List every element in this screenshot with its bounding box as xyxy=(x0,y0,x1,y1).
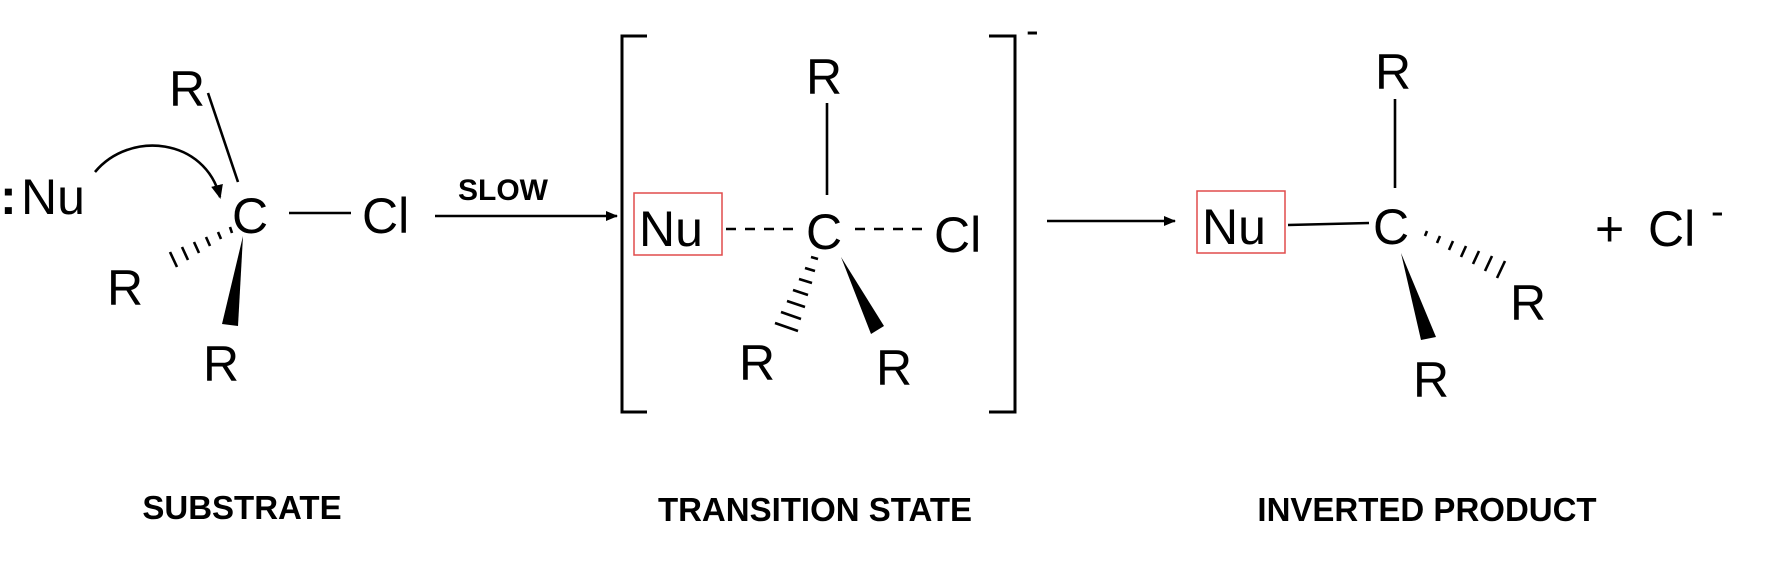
transition-state-solid-wedge xyxy=(841,257,884,334)
nucleophile-lone-pair: : xyxy=(0,169,17,225)
product-structure: Nu R C R R xyxy=(1196,44,1546,408)
product-nucleophile: Nu xyxy=(1202,199,1266,255)
substrate-r-top: R xyxy=(169,61,205,117)
transition-state-nucleophile: Nu xyxy=(639,201,703,257)
substrate-carbon: C xyxy=(232,188,268,244)
transition-state-hashed-wedge xyxy=(774,255,819,333)
product-bond-nu xyxy=(1287,221,1370,227)
byproduct-charge: - xyxy=(1711,191,1724,233)
product-caption: INVERTED PRODUCT xyxy=(1257,491,1596,528)
right-bracket xyxy=(989,34,1017,414)
substrate-hashed-wedge xyxy=(168,226,234,268)
substrate-leaving-group: Cl xyxy=(362,188,409,244)
byproduct-ion: Cl xyxy=(1648,201,1695,257)
byproduct-plus: + xyxy=(1595,201,1624,257)
transition-state-r-top: R xyxy=(806,49,842,105)
product-solid-wedge xyxy=(1401,253,1436,340)
slow-label: SLOW xyxy=(458,174,549,207)
substrate-bond-r-top xyxy=(206,92,240,183)
transition-state-r-bottom-left: R xyxy=(739,335,775,391)
product-carbon: C xyxy=(1373,199,1409,255)
transition-state-charge: - xyxy=(1026,10,1039,52)
slow-step-arrow: SLOW xyxy=(435,174,618,221)
substrate-r-bottom: R xyxy=(203,336,239,392)
product-r-right: R xyxy=(1510,275,1546,331)
transition-state-nucleophile-highlight xyxy=(633,192,723,256)
substrate-structure: : Nu R C Cl R R xyxy=(0,61,409,392)
substrate-solid-wedge xyxy=(222,236,243,326)
transition-state-carbon: C xyxy=(806,204,842,260)
product-hashed-wedge xyxy=(1423,230,1507,279)
substrate-caption: SUBSTRATE xyxy=(142,489,341,526)
left-bracket xyxy=(620,34,647,414)
product-nucleophile-highlight xyxy=(1196,190,1286,254)
transition-state-caption: TRANSITION STATE xyxy=(658,491,972,528)
substrate-r-left: R xyxy=(107,260,143,316)
product-r-top: R xyxy=(1375,44,1411,100)
substrate-nucleophile: Nu xyxy=(21,169,85,225)
transition-state-r-bottom-right: R xyxy=(876,340,912,396)
transition-state-leaving-group: Cl xyxy=(934,207,981,263)
attack-curved-arrow xyxy=(94,144,223,199)
byproduct-chloride: + Cl - xyxy=(1595,191,1724,257)
product-r-bottom: R xyxy=(1413,352,1449,408)
transition-state-structure: - Nu R C Cl R R xyxy=(620,10,1039,414)
